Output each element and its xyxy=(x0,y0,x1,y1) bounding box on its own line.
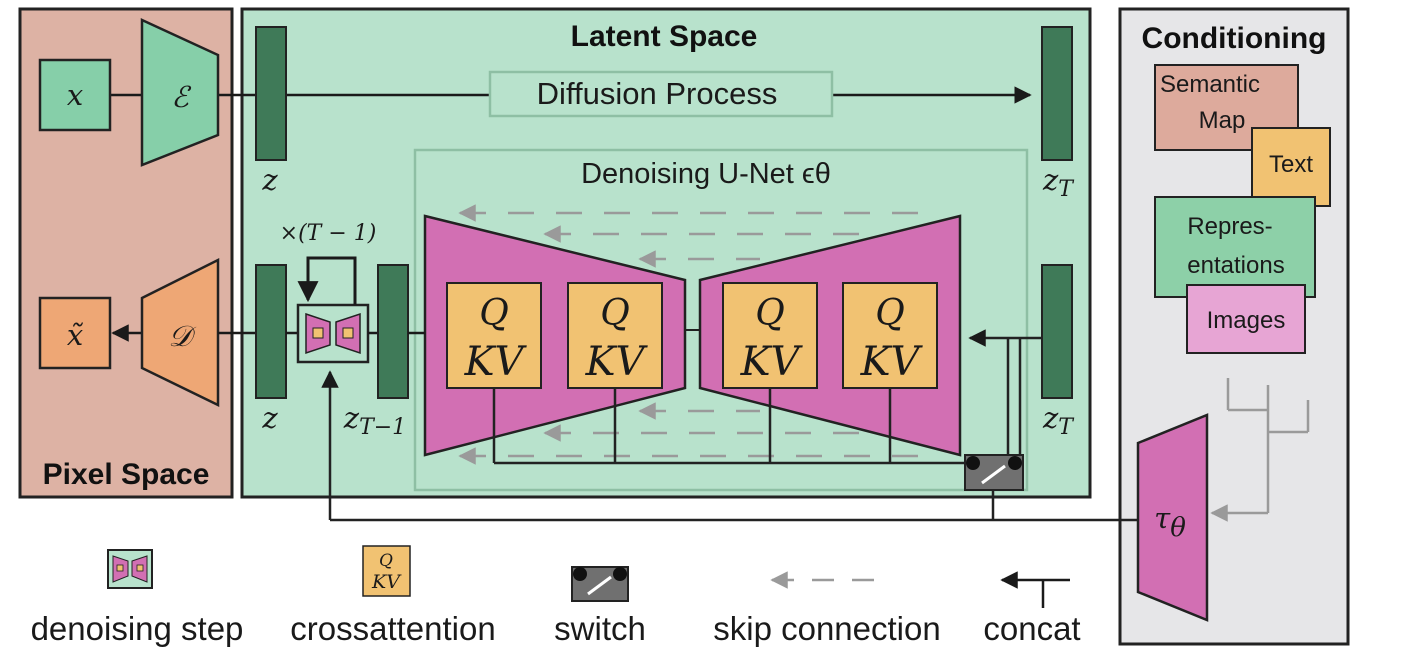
x-tilde-box xyxy=(38,296,112,370)
encoder-trapezoid xyxy=(140,18,220,167)
attention-block-1-q: Q xyxy=(479,293,509,334)
representations-line1: Repres- xyxy=(1187,213,1272,240)
representations-box xyxy=(1154,196,1316,298)
legend-switch-icon xyxy=(571,566,629,602)
decoder-trapezoid xyxy=(140,257,220,407)
unet-encoder-half xyxy=(423,214,687,457)
legend-switch-label: switch xyxy=(554,610,646,647)
conditioning-aggregation-lines xyxy=(1210,378,1310,522)
representations-line2: entations xyxy=(1187,252,1284,279)
legend-mini-q: Q xyxy=(379,551,393,571)
legend-concat-icon xyxy=(1000,571,1070,608)
zT-minus-1-label: zT−1 xyxy=(343,401,406,440)
zT-top-label: zT xyxy=(1042,163,1075,202)
zT-top-bar xyxy=(1041,26,1073,161)
diffusion-process-label: Diffusion Process xyxy=(537,76,778,111)
encoder-label: ℰ xyxy=(171,80,192,114)
x-tilde-label: x̃ xyxy=(67,318,84,352)
attention-block-4: Q KV xyxy=(842,282,938,389)
skip-connections-top xyxy=(458,204,920,268)
attention-block-1: Q KV xyxy=(446,282,542,389)
text-box xyxy=(1251,127,1331,207)
attention-block-2-q: Q xyxy=(600,293,630,334)
legend-mini-kv: KV xyxy=(371,571,402,593)
skip-connections-bottom xyxy=(458,402,920,465)
switch-symbol xyxy=(964,454,1024,491)
z-top-bar xyxy=(255,26,287,161)
legend-crossattention-icon: Q KV xyxy=(362,545,411,597)
z-bottom-bar xyxy=(255,264,287,399)
attention-block-4-q: Q xyxy=(875,293,905,334)
attention-block-2-kv: KV xyxy=(585,339,649,385)
repeat-loop-arrow xyxy=(297,256,357,305)
attention-block-3-q: Q xyxy=(755,293,785,334)
legend-denoising-step-icon xyxy=(107,549,153,589)
zT-minus-1-bar xyxy=(377,264,409,399)
conditioning-bus xyxy=(492,388,970,465)
repeat-label: ×(T − 1) xyxy=(280,221,377,246)
attention-block-3: Q KV xyxy=(722,282,818,389)
unet-label: Denoising U-Net ϵθ xyxy=(581,158,831,190)
attention-block-2: Q KV xyxy=(567,282,663,389)
attention-block-1-kv: KV xyxy=(464,339,528,385)
unet-decoder-half xyxy=(698,214,962,457)
unet-region xyxy=(413,148,1029,492)
zT-bottom-bar xyxy=(1041,264,1073,399)
legend-concat-label: concat xyxy=(983,610,1080,647)
tau-label: τθ xyxy=(1154,501,1186,543)
diffusion-process-box xyxy=(488,70,834,118)
legend-skip-connection-label: skip connection xyxy=(713,610,940,647)
legend-crossattention-label: crossattention xyxy=(290,610,495,647)
attention-block-3-kv: KV xyxy=(740,339,804,385)
x-input-label: x xyxy=(67,78,83,112)
images-label: Images xyxy=(1207,307,1286,334)
zT-bottom-label: zT xyxy=(1042,401,1075,440)
semantic-map-line2: Map xyxy=(1199,107,1246,134)
latent-space-title: Latent Space xyxy=(571,20,758,53)
x-input-box xyxy=(38,58,112,132)
text-box-label: Text xyxy=(1269,151,1313,178)
conditioning-title: Conditioning xyxy=(1142,22,1327,55)
attention-block-4-kv: KV xyxy=(860,339,924,385)
z-bottom-label: z xyxy=(261,401,278,435)
concat-connections xyxy=(968,329,1042,455)
pixel-space-title: Pixel Space xyxy=(43,458,210,491)
semantic-map-line1: Semantic xyxy=(1160,71,1260,98)
tau-feedback-lines xyxy=(321,370,1138,522)
z-top-label: z xyxy=(261,163,278,197)
legend-denoising-step-label: denoising step xyxy=(31,610,244,647)
images-box xyxy=(1186,284,1306,354)
tau-encoder-trapezoid xyxy=(1136,413,1209,622)
denoising-step-icon xyxy=(296,303,370,364)
